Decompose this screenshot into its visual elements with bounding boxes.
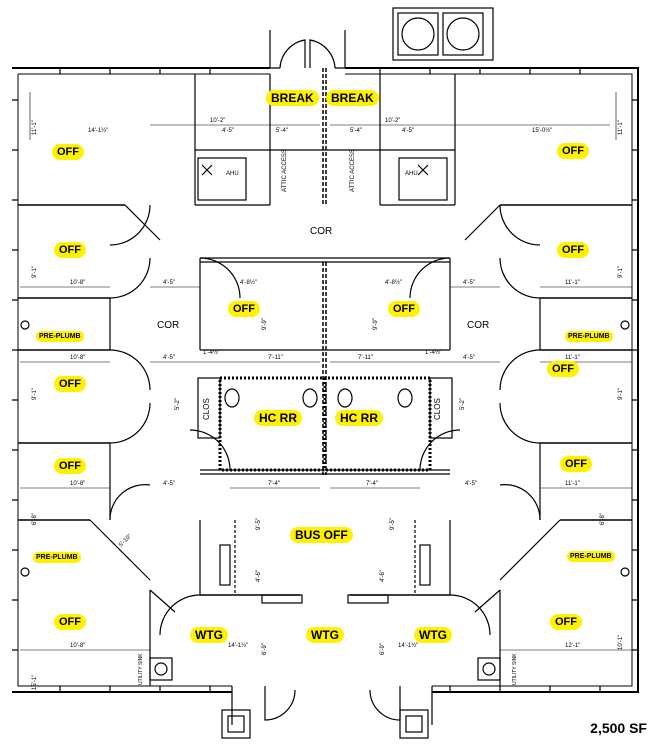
pre-plumb-label-w: PRE-PLUMB (36, 331, 84, 342)
ahu-label-right: AHU (405, 171, 418, 177)
dimension-label: 11'-1" (565, 481, 580, 487)
break-room-left-label: BREAK (266, 90, 319, 106)
dimension-label: 11'-1" (618, 120, 624, 135)
dimension-label: 14'-1½" (398, 643, 419, 649)
dimension-label: 4'-6" (380, 570, 386, 582)
waiting-center-label: WTG (306, 627, 344, 643)
dimension-label: 14'-1½" (228, 643, 249, 649)
dimension-label: 4'-5" (465, 481, 477, 487)
waiting-right-label: WTG (414, 627, 452, 643)
office-label-center-right: OFF (388, 301, 420, 317)
dimension-label: 5'-2" (460, 398, 466, 410)
dimension-label: 11'-1" (565, 280, 580, 286)
office-label-center-left: OFF (228, 301, 260, 317)
dimension-label: 14'-1½" (88, 128, 109, 134)
dimension-label: 9'-1" (32, 388, 38, 400)
dimension-label: 4'-5" (163, 280, 175, 286)
office-label-e4: OFF (560, 456, 592, 472)
dimension-label: 6'-8" (32, 513, 38, 525)
corridor-label-top: COR (310, 226, 333, 237)
dimension-label: 7'-11" (358, 355, 373, 361)
dimension-label: 6'-8" (600, 513, 606, 525)
dimension-label: 9'-5" (390, 518, 396, 530)
dimension-label: 1'-4½" (203, 350, 220, 356)
utility-sink-label-left: UTILITY SINK (138, 653, 144, 685)
dimension-label: 11'-1" (32, 120, 38, 135)
dimension-label: 9'-1" (618, 266, 624, 278)
corridor-label-right: COR (467, 320, 490, 331)
waiting-left-label: WTG (190, 627, 228, 643)
office-label-se: OFF (550, 614, 582, 630)
dimension-label: 10'-2" (210, 118, 226, 124)
dimension-label: 9'-5" (256, 518, 262, 530)
dimension-label: 9'-1" (618, 388, 624, 400)
dimension-label: 10'-8" (70, 643, 86, 649)
office-label-w4: OFF (54, 458, 86, 474)
dimension-label: 9'-1" (32, 266, 38, 278)
dimension-label: 10'-8" (70, 481, 86, 487)
break-room-right-label: BREAK (326, 90, 379, 106)
attic-access-label-left: ATTIC ACCESS (282, 149, 288, 192)
dimension-label: 5'-2" (175, 398, 181, 410)
dimension-label: 11'-1" (565, 355, 580, 361)
dimension-label: 10'-8" (70, 280, 86, 286)
office-label-sw: OFF (54, 614, 86, 630)
dimension-label: 7'-4" (366, 481, 378, 487)
dimension-label: 5'-4" (276, 128, 288, 134)
ahu-label-left: AHU (226, 171, 239, 177)
dimension-label: 15'-1" (32, 674, 38, 690)
office-label-e3: OFF (547, 361, 579, 377)
dimension-label: 7'-4" (268, 481, 280, 487)
pre-plumb-label-sw: PRE-PLUMB (33, 552, 81, 563)
dimension-label: 4'-5" (163, 355, 175, 361)
dimension-label: 6'-9" (262, 643, 268, 655)
office-label-e2: OFF (557, 242, 589, 258)
rooftop-unit (392, 7, 494, 61)
dimension-label: 4'-6" (256, 570, 262, 582)
corridor-label-left: COR (157, 320, 180, 331)
dimension-label: 15'-0½" (532, 128, 553, 134)
office-label-nw: OFF (52, 144, 84, 160)
dimension-label: 4'-5" (463, 355, 475, 361)
dimension-label: 4'-5" (402, 128, 414, 134)
dimension-label: 7'-11" (268, 355, 283, 361)
office-label-ne: OFF (557, 143, 589, 159)
hc-restroom-right-label: HC RR (335, 410, 383, 426)
dimension-label: 4'-8½" (240, 280, 257, 286)
dimension-label: 4'-8½" (385, 280, 402, 286)
pre-plumb-label-se: PRE-PLUMB (567, 551, 615, 562)
dimension-label: 4'-5" (222, 128, 234, 134)
dimension-label: 6'-9" (380, 643, 386, 655)
dimension-label: 9'-9" (373, 318, 379, 330)
closet-label-left: CLOS (202, 398, 211, 420)
dimension-label: 4'-5" (463, 280, 475, 286)
dimension-label: 10'-8" (70, 355, 86, 361)
hc-restroom-left-label: HC RR (254, 410, 302, 426)
office-label-w2: OFF (54, 242, 86, 258)
dimension-label: 10'-1" (618, 634, 624, 650)
dimension-label: 5'-4" (350, 128, 362, 134)
dimension-label: 10'-2" (385, 118, 401, 124)
utility-sink-label-right: UTILITY SINK (512, 653, 518, 685)
pre-plumb-label-e: PRE-PLUMB (565, 331, 613, 342)
closet-label-right: CLOS (433, 398, 442, 420)
dimension-label: 9'-9" (262, 318, 268, 330)
total-area-label: 2,500 SF (590, 720, 647, 736)
attic-access-label-right: ATTIC ACCESS (350, 149, 356, 192)
dimension-label: 4'-5" (163, 481, 175, 487)
office-label-w3: OFF (54, 376, 86, 392)
dimension-label: 12'-1" (565, 643, 581, 649)
business-office-label: BUS OFF (290, 527, 353, 543)
dimension-label: 1'-4½" (425, 350, 442, 356)
